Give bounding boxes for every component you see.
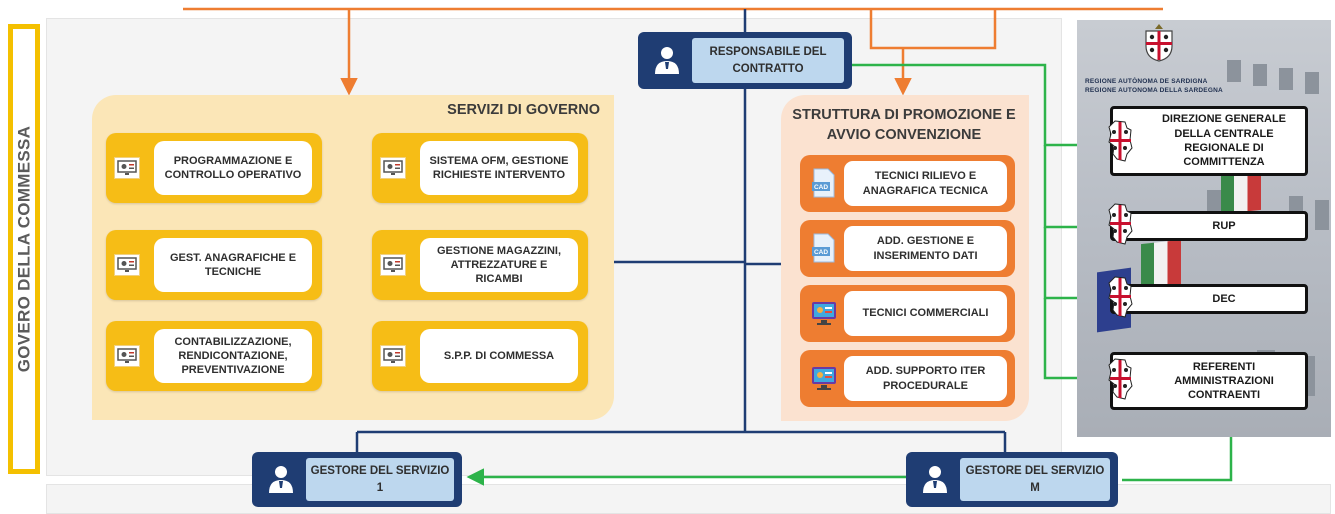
monitor-settings-icon <box>114 345 140 367</box>
gestore-servizio-1-box: GESTORE DEL SERVIZIO 1 <box>252 452 462 507</box>
sardinia-map-icon <box>1104 276 1136 318</box>
referenti-box: REFERENTI AMMINISTRAZIONI CONTRAENTI <box>1110 352 1308 410</box>
struttura-item: CAD TECNICI RILIEVO E ANAGRAFICA TECNICA <box>800 155 1015 212</box>
cad-icon-text: CAD <box>814 184 828 191</box>
servizi-item-label: GESTIONE MAGAZZINI, ATTREZZATURE E RICAM… <box>420 238 578 292</box>
cad-icon-text: CAD <box>814 249 828 256</box>
sardinia-map-icon <box>1104 358 1136 400</box>
servizi-item: CONTABILIZZAZIONE, RENDICONTAZIONE, PREV… <box>106 321 322 391</box>
direzione-generale-box: DIREZIONE GENERALE DELLA CENTRALE REGION… <box>1110 106 1308 176</box>
cad-file-icon: CAD <box>809 168 839 198</box>
monitor-settings-icon <box>114 254 140 276</box>
struttura-item-label: TECNICI RILIEVO E ANAGRAFICA TECNICA <box>844 161 1007 206</box>
servizi-item: GEST. ANAGRAFICHE E TECNICHE <box>106 230 322 300</box>
struttura-item: TECNICI COMMERCIALI <box>800 285 1015 342</box>
servizi-item: GESTIONE MAGAZZINI, ATTREZZATURE E RICAM… <box>372 230 588 300</box>
servizi-item: SISTEMA OFM, GESTIONE RICHIESTE INTERVEN… <box>372 133 588 203</box>
dec-box: DEC <box>1110 284 1308 314</box>
servizi-item: S.P.P. DI COMMESSA <box>372 321 588 391</box>
regione-name-italiano: REGIONE AUTONOMA DELLA SARDEGNA <box>1085 87 1223 94</box>
monitor-settings-icon <box>114 157 140 179</box>
sardinia-coat-of-arms-icon <box>1141 22 1177 62</box>
gestore-servizio-1-label: GESTORE DEL SERVIZIO 1 <box>306 458 454 501</box>
monitor-settings-icon <box>380 345 406 367</box>
struttura-item: CAD ADD. GESTIONE E INSERIMENTO DATI <box>800 220 1015 277</box>
governance-label-text: GOVERO DELLA COMMESSA <box>14 125 33 373</box>
manager-person-icon <box>264 462 298 496</box>
sardinia-map-icon <box>1104 203 1136 245</box>
servizi-item: PROGRAMMAZIONE E CONTROLLO OPERATIVO <box>106 133 322 203</box>
rup-box: RUP <box>1110 211 1308 241</box>
cad-file-icon: CAD <box>809 233 839 263</box>
struttura-title: STRUTTURA DI PROMOZIONE E AVVIO CONVENZI… <box>792 107 1016 143</box>
manager-person-icon <box>650 43 684 77</box>
governance-side-label: GOVERO DELLA COMMESSA <box>8 24 40 474</box>
servizi-item-label: S.P.P. DI COMMESSA <box>420 329 578 383</box>
sardinia-map-icon <box>1104 120 1136 162</box>
servizi-item-label: GEST. ANAGRAFICHE E TECNICHE <box>154 238 312 292</box>
struttura-item: ADD. SUPPORTO ITER PROCEDURALE <box>800 350 1015 407</box>
servizi-item-label: SISTEMA OFM, GESTIONE RICHIESTE INTERVEN… <box>420 141 578 195</box>
commercial-screen-icon <box>809 363 839 393</box>
regione-name-sardo: REGIONE AUTÒNOMA DE SARDIGNA <box>1085 78 1208 85</box>
lower-area <box>46 484 1331 514</box>
monitor-settings-icon <box>380 157 406 179</box>
servizi-item-label: PROGRAMMAZIONE E CONTROLLO OPERATIVO <box>154 141 312 195</box>
servizi-item-label: CONTABILIZZAZIONE, RENDICONTAZIONE, PREV… <box>154 329 312 383</box>
struttura-item-label: ADD. SUPPORTO ITER PROCEDURALE <box>844 356 1007 401</box>
struttura-item-label: ADD. GESTIONE E INSERIMENTO DATI <box>844 226 1007 271</box>
commercial-screen-icon <box>809 298 839 328</box>
gestore-servizio-m-label: GESTORE DEL SERVIZIO M <box>960 458 1110 501</box>
manager-person-icon <box>918 462 952 496</box>
responsabile-label: RESPONSABILE DEL CONTRATTO <box>692 38 844 83</box>
monitor-settings-icon <box>380 254 406 276</box>
servizi-title: SERVIZI DI GOVERNO <box>447 102 600 118</box>
responsabile-box: RESPONSABILE DEL CONTRATTO <box>638 32 852 89</box>
struttura-item-label: TECNICI COMMERCIALI <box>844 291 1007 336</box>
gestore-servizio-m-box: GESTORE DEL SERVIZIO M <box>906 452 1118 507</box>
